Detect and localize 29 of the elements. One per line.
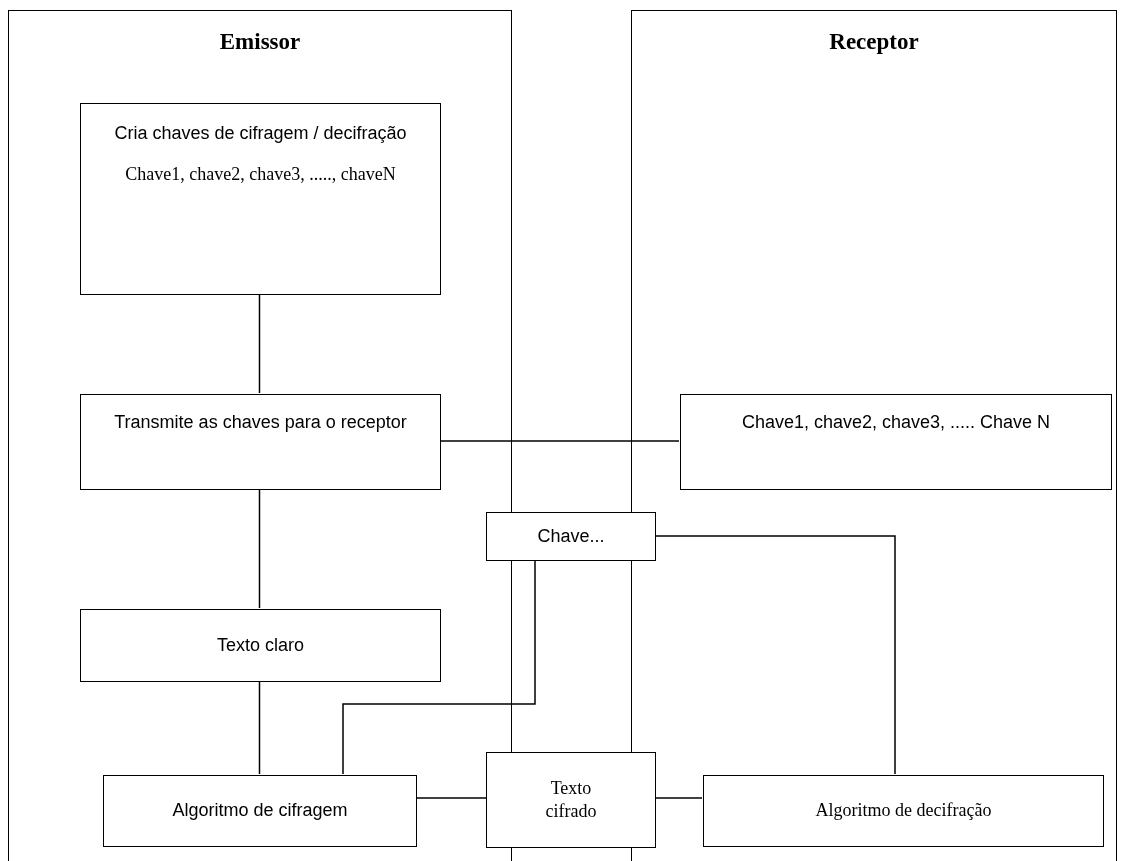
process-box: [103, 775, 417, 847]
box-text: Chave1, chave2, chave3, ..... Chave N: [741, 411, 1051, 434]
box-text: Chave...: [537, 524, 605, 548]
process-box: [80, 394, 441, 490]
lane-panel: [631, 10, 1117, 861]
box-text: Texto cifrado: [544, 776, 598, 823]
process-box: [486, 752, 656, 848]
connector-line: [439, 440, 680, 442]
box-text: Transmite as chaves para o receptor: [114, 411, 407, 434]
process-box: [80, 103, 441, 295]
box-text: Chave1, chave2, chave3, ....., chaveN: [125, 163, 396, 187]
lane-panel: [8, 10, 512, 861]
process-box: [486, 512, 656, 561]
connector-line: [258, 488, 261, 609]
connector-line: [258, 293, 261, 394]
connector-line: [655, 535, 896, 775]
connector-line: [258, 680, 261, 775]
connector-line: [415, 797, 487, 799]
box-text: Algoritmo de decifração: [815, 799, 992, 823]
process-box: [680, 394, 1112, 490]
lane-title: Receptor: [829, 29, 919, 55]
lane-title: Emissor: [219, 29, 301, 55]
box-text: Cria chaves de cifragem / decifração: [114, 122, 407, 145]
connector-line: [655, 797, 703, 799]
connector-line: [342, 560, 536, 775]
box-text: Algoritmo de cifragem: [172, 799, 348, 823]
process-box: [703, 775, 1104, 847]
process-box: [80, 609, 441, 682]
box-text: Texto claro: [216, 633, 304, 657]
